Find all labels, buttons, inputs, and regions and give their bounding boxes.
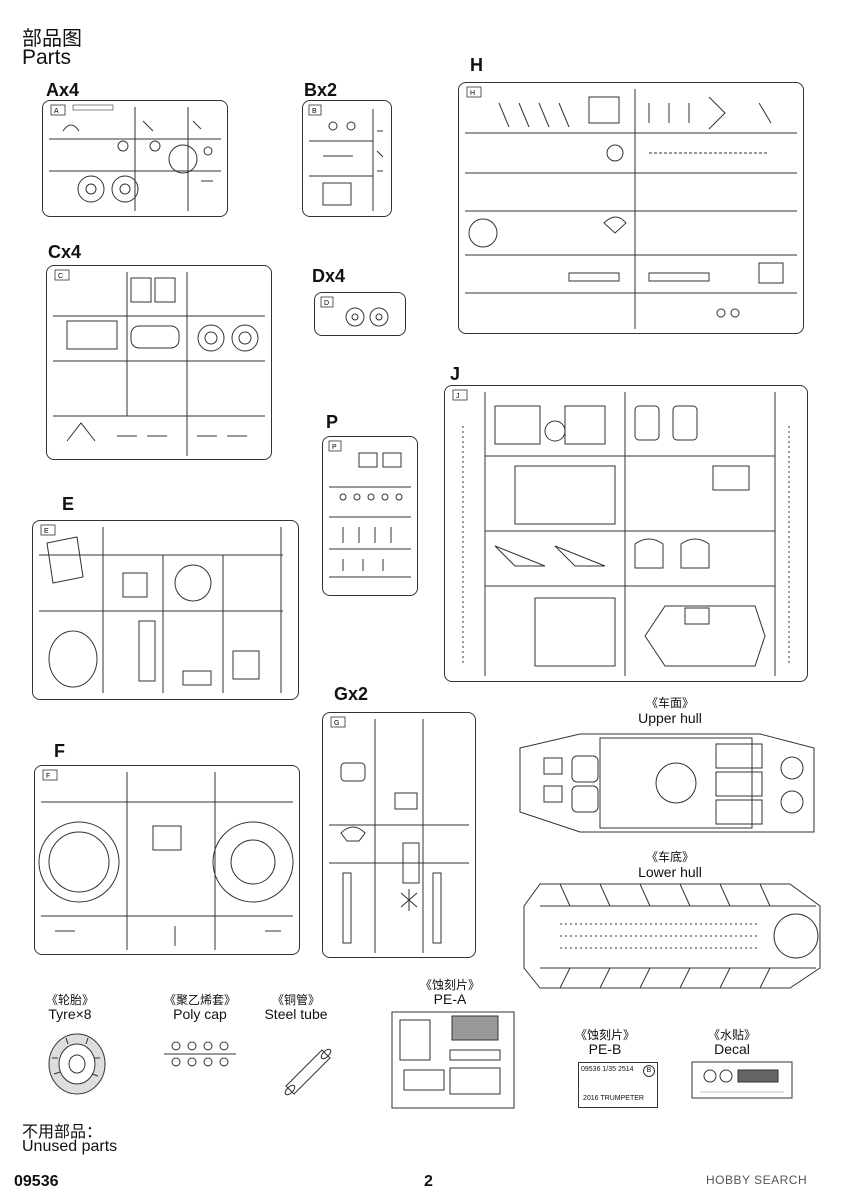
sprue-h-drawing: H [465,86,797,329]
sprue-h: H [458,82,804,334]
steeltube-caption-cn: 《铜管》 [271,993,320,1007]
sprue-g: G [322,712,476,958]
sprue-h-tag: H [470,90,475,97]
unused-parts-label-cn: 不用部品： [22,1124,103,1141]
sprue-a-tag: A [54,108,59,115]
sprue-c-tag: C [58,273,63,280]
sprue-a-label: Ax4 [46,80,80,100]
sprue-f: F [34,765,300,955]
peb-plate-line2: 2016 TRUMPETER [583,1095,644,1102]
peb-caption-cn: 《蚀刻片》 [575,1028,636,1042]
polycap-icon [164,1041,236,1067]
decal-caption-cn: 《水贴》 [707,1028,756,1042]
pea-fret-drawing [391,1011,515,1109]
sprue-g-drawing: G [329,716,469,953]
steeltube-icon [284,1048,332,1096]
decal-caption-en: Decal [714,1041,750,1057]
tyre-icon [48,1033,106,1095]
polycap-caption-cn: 《聚乙烯套》 [163,993,236,1007]
upper-hull-caption-en: Upper hull [638,710,702,726]
sprue-a: A [42,100,228,217]
page-title-cn: 部品图 [22,28,82,50]
sprue-f-drawing: F [38,769,294,950]
sprue-e-drawing: E [39,524,283,693]
sprue-e-tag: E [44,528,49,535]
sprue-g-label: Gx2 [334,684,369,704]
sprue-b-tag: B [312,108,317,115]
sprue-b-drawing: B [308,104,384,211]
lower-hull-caption-en: Lower hull [638,864,702,880]
sprue-g-tag: G [334,720,339,727]
sprue-j-drawing: J [452,389,790,676]
unused-parts-label-en: Unused parts [22,1138,118,1155]
decal-sheet-drawing [691,1061,793,1099]
steeltube-caption-en: Steel tube [264,1006,328,1022]
upper-hull-drawing [519,733,815,833]
page-title-en: Parts [22,46,72,69]
sprue-b-label: Bx2 [304,80,338,100]
peb-caption-en: PE-B [588,1041,622,1057]
sprue-e-label: E [62,494,75,514]
sprue-d-label: Dx4 [312,266,346,286]
sprue-d: D [314,292,406,336]
sprue-p-label: P [326,412,339,432]
peb-plate-line1: 09536 1/35 2514 [581,1066,634,1073]
sprue-c-label: Cx4 [48,242,82,262]
sprue-p-drawing: P [328,440,411,578]
sprue-j-label: J [450,364,461,384]
sprue-d-drawing: D [320,296,389,327]
page-number: 2 [424,1173,433,1190]
pea-caption-cn: 《蚀刻片》 [420,978,481,992]
sprue-p-tag: P [332,444,337,451]
sprue-d-tag: D [324,300,329,307]
tyre-caption-cn: 《轮胎》 [45,993,94,1007]
sprue-j: J [444,385,808,682]
sprue-e: E [32,520,299,700]
product-code: 09536 [14,1173,59,1190]
sprue-h-label: H [470,55,483,75]
sprue-f-tag: F [46,773,50,780]
polycap-caption-en: Poly cap [173,1006,227,1022]
peb-plate-tag: B [643,1065,655,1077]
watermark-brand: HOBBY SEARCH [706,1173,808,1187]
sprue-b: B [302,100,392,217]
peb-fret: 09536 1/35 2514 B 2016 TRUMPETER [578,1062,658,1108]
sprue-c-drawing: C [53,269,265,456]
sprue-p: P [322,436,418,596]
lower-hull-caption-cn: 《车底》 [645,850,694,864]
lower-hull-drawing [523,883,821,989]
pea-caption-en: PE-A [433,991,467,1007]
sprue-f-label: F [54,741,65,761]
sprue-j-tag: J [456,393,460,400]
sprue-c: C [46,265,272,460]
upper-hull-caption-cn: 《车面》 [645,696,694,710]
tyre-caption-en: Tyre×8 [48,1006,92,1022]
sprue-a-drawing: A [49,104,221,211]
